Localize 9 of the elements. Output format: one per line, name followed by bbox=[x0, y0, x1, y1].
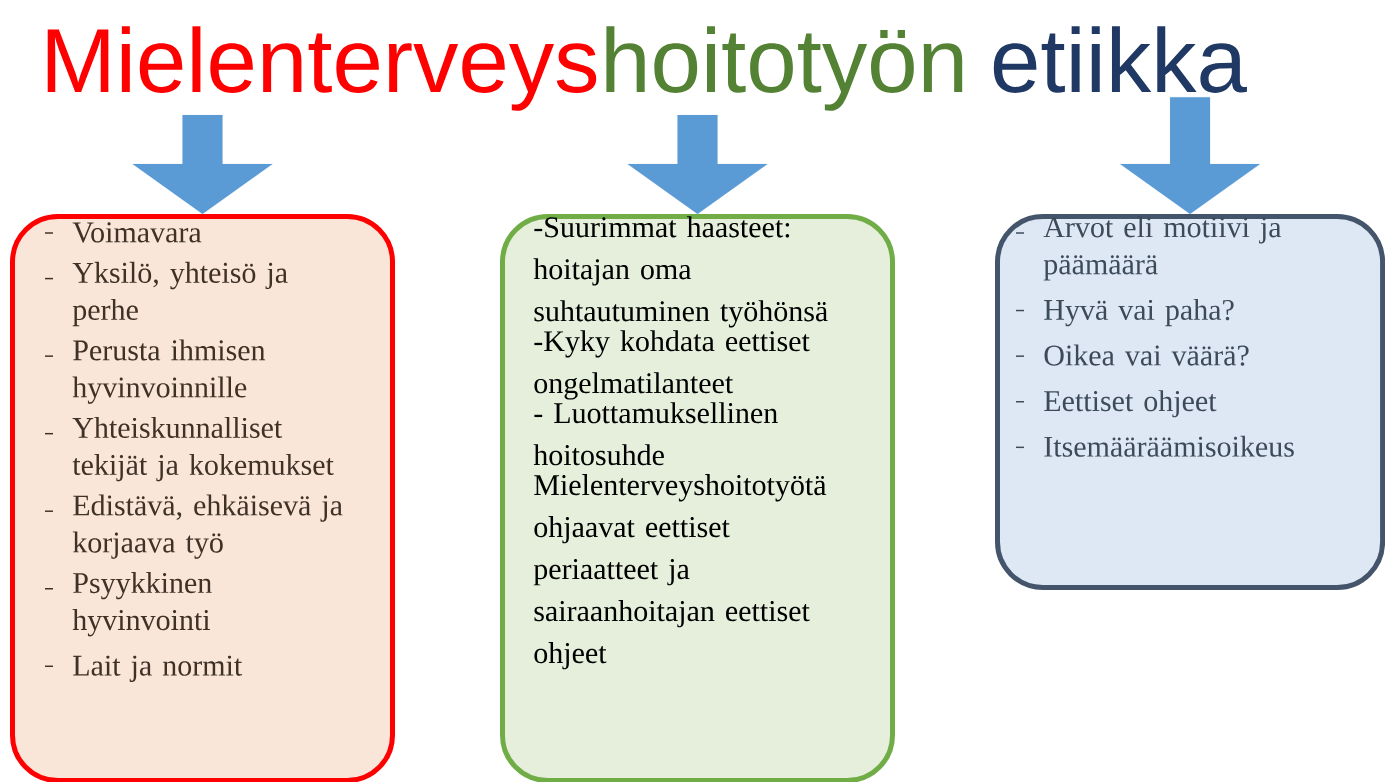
list-box: Voimavara Yksilö, yhteisö ja perhe Perusta ihmisen hyvinvoinnille Yhteiskunnalliset tekijät ja kokemukset Edistävä, ehkäisevä ja korjaava työ Psyykkinen hyvinvointi Lait ja normit bbox=[10, 214, 395, 782]
list-box: -Suurimmat haasteet: hoitajan oma suhtautuminen työhönsä -Kyky kohdata eettiset ongelmatilanteet - Luottamuksellinen hoitosuhde Mielenterveyshoitotyötä ohjaavat eettiset periaatteet ja sairaanhoitajan eettiset ohjeet bbox=[500, 214, 895, 782]
arrow bbox=[1120, 97, 1261, 215]
arrow bbox=[132, 115, 273, 215]
list-box: Arvot eli motiivi ja päämäärä Hyvä vai paha? Oikea vai väärä? Eettiset ohjeet Itsemääräämisoikeus bbox=[995, 214, 1385, 590]
title-text: etiikka bbox=[993, 26, 1247, 93]
title-text: hoitotyön bbox=[606, 26, 963, 111]
title-text: Mielenterveys bbox=[47, 26, 597, 111]
arrow bbox=[627, 115, 768, 215]
